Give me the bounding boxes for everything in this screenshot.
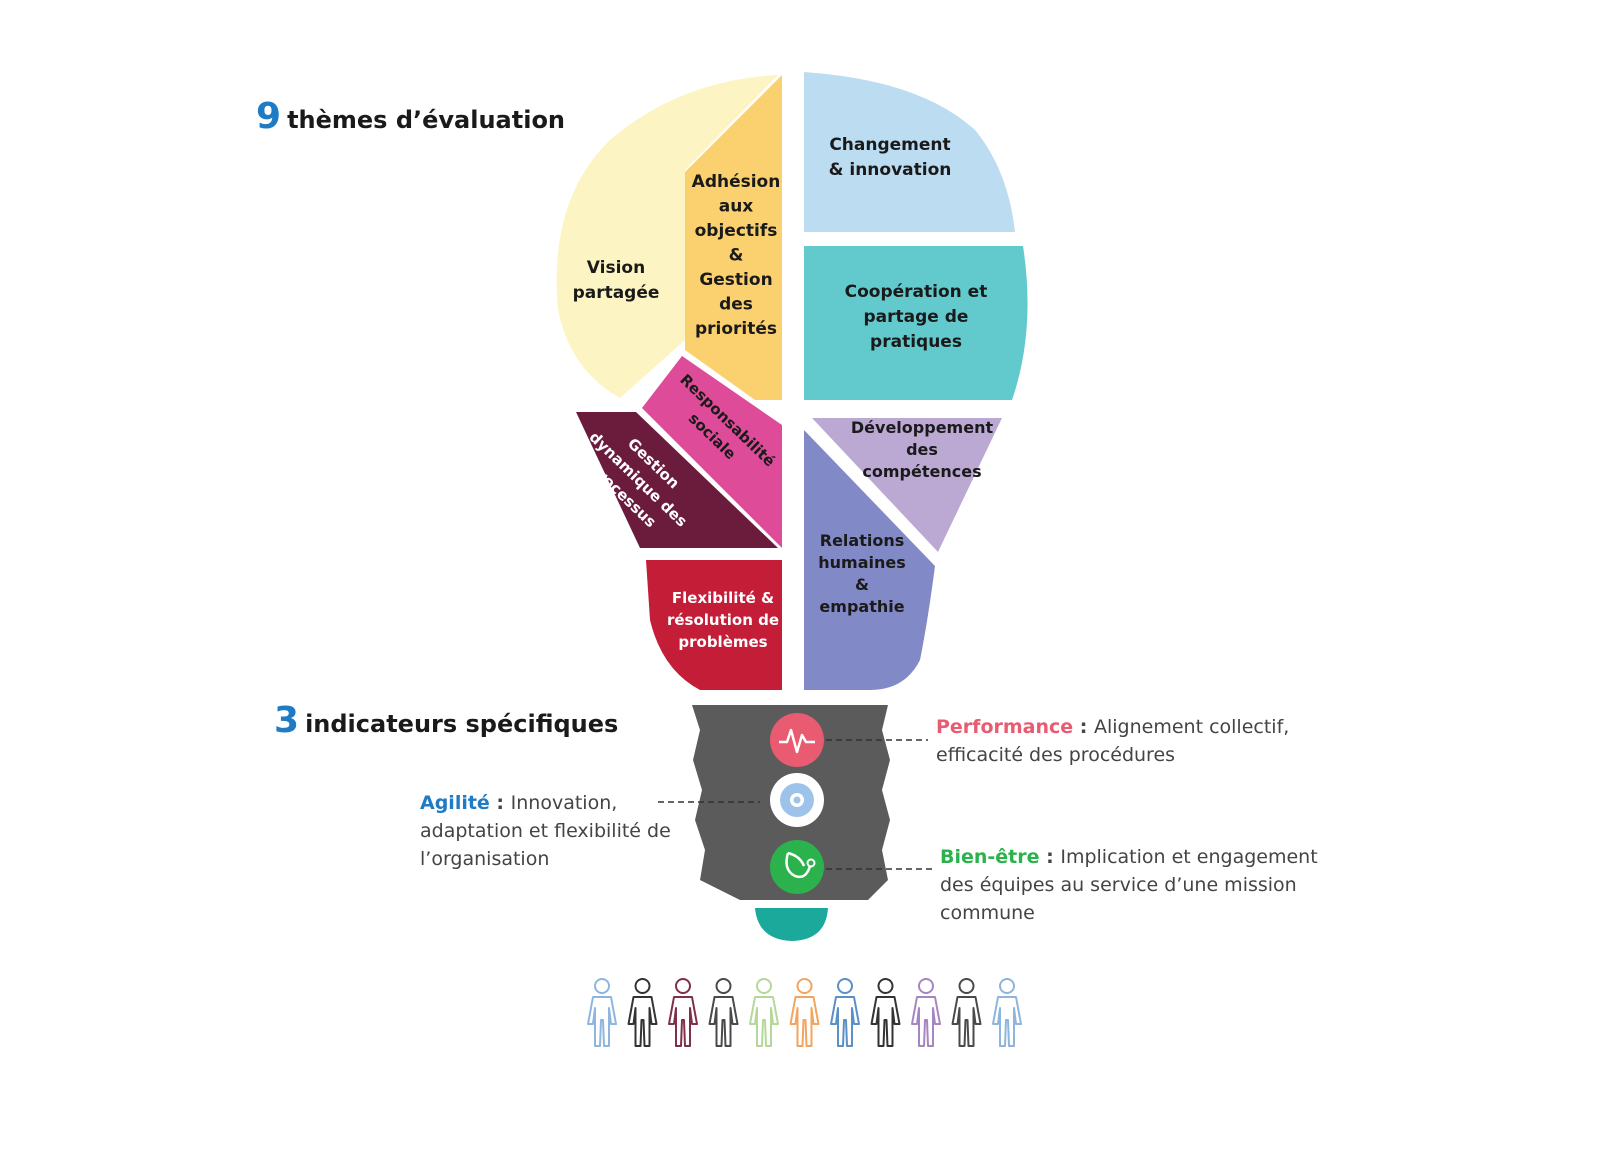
label-line: Vision bbox=[587, 258, 645, 278]
segment-developpement bbox=[812, 418, 1002, 552]
label-line: & bbox=[855, 575, 869, 594]
segment-changement-innovation bbox=[804, 72, 1015, 232]
label-changement: Changement & innovation bbox=[829, 135, 952, 180]
indicator-bienetre: Bien-être : Implication et engagement de… bbox=[940, 843, 1318, 927]
label-relations: Relations humaines & empathie bbox=[818, 531, 906, 616]
person-icon bbox=[992, 978, 1022, 1047]
label-line: Développement bbox=[851, 418, 994, 437]
label-line: empathie bbox=[819, 597, 904, 616]
segment-cooperation bbox=[804, 246, 1028, 400]
segment-gestion-dynamique bbox=[576, 412, 778, 548]
label-line: aux bbox=[719, 197, 754, 217]
label-developpement: Développement des compétences bbox=[851, 418, 994, 481]
person-icon bbox=[830, 978, 860, 1047]
label-line: des bbox=[719, 295, 753, 315]
person-icon bbox=[708, 978, 739, 1047]
label-line: problèmes bbox=[678, 633, 767, 651]
agilite-text-3: l’organisation bbox=[420, 848, 550, 870]
indicators-count: 3 bbox=[274, 700, 300, 741]
label-line: partagée bbox=[573, 283, 660, 303]
label-line: Relations bbox=[820, 531, 905, 550]
agilite-text-1: Innovation, bbox=[510, 792, 618, 814]
label-line: Coopération et bbox=[845, 282, 988, 302]
label-line: priorités bbox=[695, 319, 777, 339]
performance-text-1: Alignement collectif, bbox=[1094, 716, 1290, 738]
label-line: & bbox=[729, 246, 744, 266]
label-line: pratiques bbox=[870, 332, 962, 352]
performance-name: Performance bbox=[936, 716, 1074, 738]
person-icon bbox=[627, 978, 658, 1047]
label-line: objectifs bbox=[695, 221, 778, 241]
agilite-name: Agilité bbox=[420, 792, 490, 814]
segment-responsabilite-sociale bbox=[642, 356, 782, 548]
indicators-heading-text: indicateurs spécifiques bbox=[305, 710, 619, 738]
person-icon bbox=[668, 978, 698, 1047]
label-vision: Vision partagée bbox=[573, 258, 660, 303]
indicator-performance: Performance : Alignement collectif, effi… bbox=[936, 713, 1289, 769]
stethoscope-icon bbox=[770, 840, 824, 894]
indicator-agilite: Agilité : Innovation, adaptation et flex… bbox=[420, 789, 671, 873]
person-icon bbox=[587, 978, 617, 1047]
segment-adhesion-objectifs bbox=[685, 75, 782, 400]
bienetre-separator: : bbox=[1039, 846, 1061, 868]
bulb-tip bbox=[755, 908, 828, 941]
label-line: résolution de bbox=[667, 611, 779, 629]
label-line: des bbox=[906, 440, 938, 459]
label-line: & innovation bbox=[829, 160, 952, 180]
themes-count: 9 bbox=[256, 96, 282, 137]
label-line: humaines bbox=[818, 553, 906, 572]
label-line: Gestion bbox=[699, 270, 772, 290]
person-icon bbox=[749, 978, 779, 1047]
bienetre-text-3: commune bbox=[940, 902, 1035, 924]
bienetre-text-1: Implication et engagement bbox=[1060, 846, 1318, 868]
bienetre-text-2: des équipes au service d’une mission bbox=[940, 874, 1297, 896]
themes-heading-text: thèmes d’évaluation bbox=[287, 106, 566, 134]
label-line: partage de bbox=[864, 307, 969, 327]
label-line: Flexibilité & bbox=[672, 589, 774, 607]
label-line: Changement bbox=[829, 135, 950, 155]
label-line: Adhésion bbox=[692, 172, 781, 192]
bienetre-name: Bien-être bbox=[940, 846, 1040, 868]
person-icon bbox=[951, 978, 982, 1047]
person-icon bbox=[911, 978, 941, 1047]
performance-separator: : bbox=[1073, 716, 1094, 738]
heartbeat-icon bbox=[770, 713, 824, 767]
label-adhesion: Adhésion aux objectifs & Gestion des priorités bbox=[692, 172, 781, 339]
label-line: compétences bbox=[862, 462, 981, 481]
gear-icon bbox=[770, 773, 824, 827]
performance-text-2: efficacité des procédures bbox=[936, 744, 1176, 766]
person-icon bbox=[870, 978, 901, 1047]
agilite-separator: : bbox=[489, 792, 511, 814]
segment-flexibilite bbox=[646, 560, 782, 690]
label-cooperation: Coopération et partage de pratiques bbox=[845, 282, 988, 352]
people-row bbox=[587, 978, 1022, 1047]
segment-vision-partagee bbox=[556, 75, 778, 398]
label-flexibilite: Flexibilité & résolution de problèmes bbox=[667, 589, 779, 651]
person-icon bbox=[789, 978, 820, 1047]
agilite-text-2: adaptation et flexibilité de bbox=[420, 820, 671, 842]
segment-relations-humaines bbox=[804, 430, 935, 690]
